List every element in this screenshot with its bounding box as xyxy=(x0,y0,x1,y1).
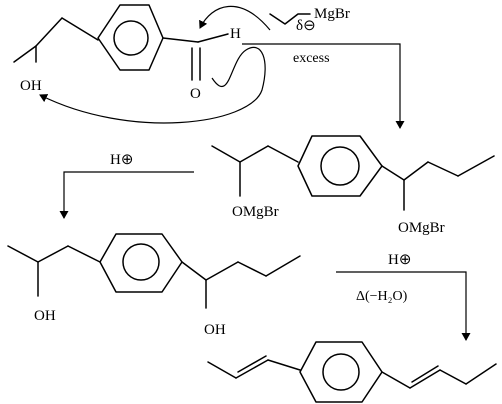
reaction-arrow-3 xyxy=(336,271,471,341)
benzene-ring-intermediate xyxy=(297,135,383,197)
reaction-arrow-1 xyxy=(242,43,405,129)
diene-molecule xyxy=(207,341,497,403)
benzene-ring-reactant xyxy=(97,4,164,71)
intermediate-molecule xyxy=(211,135,495,211)
dehydration-h-plus-label: H⊕ xyxy=(388,252,411,268)
diol-oh-right: OH xyxy=(204,322,226,338)
reactant-molecule xyxy=(13,4,229,81)
nucleophilic-attack-arrow xyxy=(199,5,271,31)
excess-label: excess xyxy=(293,51,330,66)
reactant-oh-label: OH xyxy=(20,78,42,94)
benzene-ring-diol xyxy=(99,233,183,293)
dehydration-condition-label: Δ(−H₂O) xyxy=(356,289,408,304)
reaction-arrow-2 xyxy=(59,171,194,219)
carbonyl-o-label: O xyxy=(190,86,201,102)
aldehyde-h-label: H xyxy=(230,26,241,42)
intermediate-omgbr-left: OMgBr xyxy=(232,204,279,220)
diol-molecule xyxy=(7,233,301,309)
diol-oh-left: OH xyxy=(34,308,56,324)
proton-transfer-arrow xyxy=(39,46,266,124)
intermediate-omgbr-right: OMgBr xyxy=(398,220,445,236)
mgbr-label: MgBr xyxy=(314,6,350,22)
benzene-ring-diene xyxy=(299,341,383,403)
delta-minus-label: δ⊖ xyxy=(296,18,316,34)
hydrolysis-h-plus-label: H⊕ xyxy=(110,152,133,168)
